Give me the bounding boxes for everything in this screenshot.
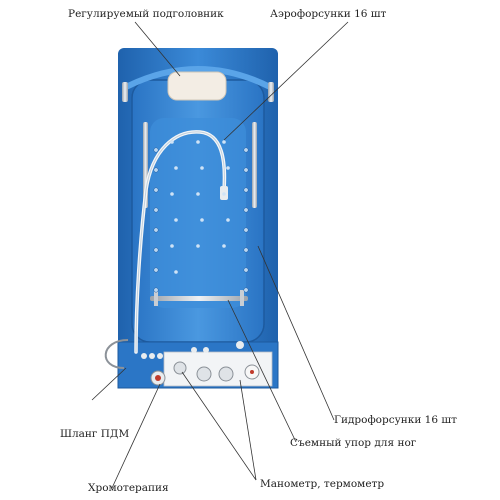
small-button-4 <box>191 347 197 353</box>
hydro-nozzle <box>153 267 159 273</box>
aero-nozzle <box>200 218 204 222</box>
small-button-3 <box>157 353 163 359</box>
foot-stop-leg-right <box>240 290 244 306</box>
hydro-nozzle <box>153 247 159 253</box>
hydro-nozzle <box>243 187 249 193</box>
leader-chromotherapy <box>111 383 161 489</box>
leader-aero <box>223 21 349 141</box>
left-post <box>122 82 128 102</box>
aero-nozzle <box>174 218 178 222</box>
aero-nozzle <box>170 140 174 144</box>
hydro-nozzles-group <box>153 147 249 293</box>
control-knobs <box>141 341 260 386</box>
label-hose: Шланг ПДМ <box>60 428 130 440</box>
aero-nozzle <box>222 244 226 248</box>
leader-headrest <box>134 21 181 77</box>
hydro-nozzle <box>153 167 159 173</box>
foot-stop-bar <box>150 296 248 301</box>
leader-hydro <box>257 245 335 421</box>
leader-lines <box>91 21 349 489</box>
small-button-5 <box>203 347 209 353</box>
label-hydro-nozzles: Гидрофорсунки 16 шт <box>334 414 457 426</box>
aero-nozzle <box>196 192 200 196</box>
aero-nozzles-group <box>170 140 230 274</box>
hydro-nozzle <box>243 267 249 273</box>
hydro-nozzle <box>243 207 249 213</box>
hydro-nozzle <box>243 227 249 233</box>
label-aero-nozzles: Аэрофорсунки 16 шт <box>270 8 387 20</box>
hydro-nozzle <box>243 167 249 173</box>
control-knob-2 <box>196 366 212 382</box>
leader-hose <box>91 367 127 401</box>
headrest-cushion <box>167 71 227 101</box>
gauge-needle-dot <box>250 370 254 374</box>
aero-nozzle <box>200 166 204 170</box>
aero-nozzle <box>174 166 178 170</box>
aero-nozzle <box>226 218 230 222</box>
aero-nozzle <box>170 192 174 196</box>
hose-coil <box>104 339 129 369</box>
aero-nozzle <box>222 192 226 196</box>
control-knob-1 <box>173 361 187 375</box>
foot-stop-leg-left <box>154 290 158 306</box>
hydro-nozzle <box>243 247 249 253</box>
control-knob-3 <box>218 366 234 382</box>
label-chromotherapy: Хромотерапия <box>88 482 169 494</box>
label-gauges: Манометр, термометр <box>260 478 385 490</box>
hydro-nozzle <box>243 147 249 153</box>
label-headrest: Регулируемый подголовник <box>68 8 224 20</box>
aero-nozzle <box>170 244 174 248</box>
hydro-nozzle <box>153 287 159 293</box>
leader-gauge-2 <box>239 379 257 481</box>
small-button-2 <box>149 353 155 359</box>
small-button-1 <box>141 353 147 359</box>
leader-gauge-1 <box>181 371 257 481</box>
hydro-nozzle <box>153 227 159 233</box>
shower-hose-shadow <box>135 131 225 353</box>
hydro-nozzle <box>153 147 159 153</box>
right-handrail <box>252 122 257 208</box>
aero-nozzle <box>226 166 230 170</box>
bath-floor <box>150 118 246 308</box>
hydro-nozzle <box>243 287 249 293</box>
leader-foot-stop <box>227 299 297 443</box>
aero-nozzle <box>174 270 178 274</box>
right-post <box>268 82 274 102</box>
label-foot-stop: Съемный упор для ног <box>290 437 417 449</box>
aero-nozzle <box>196 244 200 248</box>
aero-nozzle <box>196 140 200 144</box>
chromotherapy-knob-center <box>155 375 161 381</box>
aero-nozzle <box>222 140 226 144</box>
bath-rim <box>122 66 274 91</box>
hydro-nozzle <box>153 207 159 213</box>
hydro-nozzle <box>153 187 159 193</box>
small-button-6 <box>236 341 244 349</box>
